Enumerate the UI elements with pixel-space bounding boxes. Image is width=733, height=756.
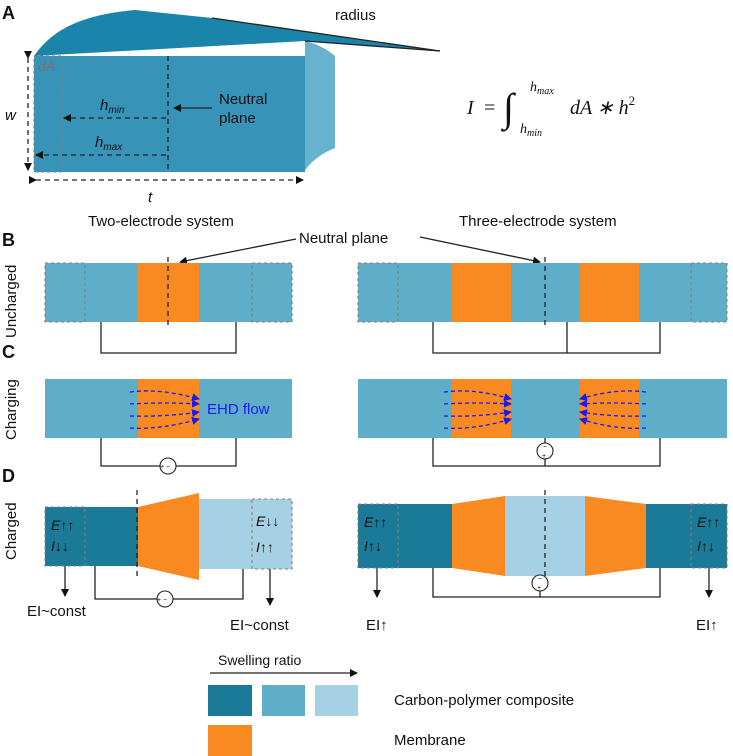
svg-text:+: + (542, 453, 546, 460)
panel-label-a: A (2, 3, 15, 23)
charging-three-electrode: − + (358, 379, 727, 467)
power-source-icon (159, 457, 177, 475)
power-source-icon (156, 590, 174, 608)
membrane-block (138, 493, 199, 580)
circuit-wire (432, 322, 661, 354)
radius-line-upper (211, 17, 441, 52)
swollen-electrode-right (646, 504, 727, 568)
legend-membrane-label: Membrane (394, 732, 466, 749)
charged-two-electrode: E↑↑ I↓↓ E↓↓ I↑↑ + − EI~const EI~const (27, 490, 293, 634)
swelling-ratio-label: Swelling ratio (218, 652, 301, 668)
membrane-block-right (580, 379, 639, 438)
swatch-composite-mid (262, 685, 305, 716)
membrane-block-left (452, 263, 511, 322)
left-e-label: E↑↑ (51, 517, 74, 533)
radius-label: radius (335, 7, 376, 24)
h-min-label: hmin (100, 97, 125, 116)
svg-text:−: − (538, 576, 542, 583)
svg-text:=: = (484, 97, 495, 119)
svg-text:−: − (543, 444, 547, 451)
row-label-charged: Charged (3, 502, 20, 560)
swatch-composite-light (315, 685, 358, 716)
charged-three-electrode: E↑↑ I↑↓ E↑↑ I↑↓ − + EI↑ EI↑ (357, 490, 728, 634)
integral-sign: ∫ (500, 85, 517, 132)
panel-label-b: B (2, 230, 15, 250)
dA-label: dA (38, 58, 55, 74)
membrane-block (138, 379, 199, 438)
beam-3d (34, 10, 441, 172)
right-i-label: I↑↓ (697, 538, 715, 554)
uncharged-two-electrode (44, 257, 293, 354)
panel-label-d: D (2, 466, 15, 486)
neutral-plane-pointer-three (419, 236, 541, 265)
header-neutral-plane: Neutral plane (299, 230, 388, 247)
left-result-label: EI~const (27, 603, 87, 620)
svg-text:+: + (537, 585, 541, 592)
right-result-label: EI~const (230, 617, 290, 634)
header-three-electrode: Three-electrode system (459, 213, 617, 230)
legend: Swelling ratio Carbon-polymer composite … (208, 652, 574, 756)
swatch-membrane (208, 725, 252, 756)
uncharged-three-electrode (357, 257, 728, 354)
beam-front-face (34, 56, 305, 172)
left-e-label: E↑↑ (364, 514, 387, 530)
svg-text:+ −: + − (160, 464, 170, 471)
shrunk-electrode (199, 499, 292, 569)
power-source-icon (531, 574, 549, 592)
t-label: t (148, 189, 153, 206)
dA-element-box (33, 55, 63, 173)
circuit-wire (432, 568, 661, 598)
charging-two-electrode: EHD flow + − (45, 379, 292, 475)
h-max-label: hmax (95, 134, 123, 153)
beam-end-face (304, 41, 335, 172)
left-result-label: EI↑ (366, 617, 388, 634)
power-source-icon (536, 442, 554, 460)
membrane-block-left (452, 379, 511, 438)
panel-label-c: C (2, 342, 15, 362)
right-result-label: EI↑ (696, 617, 718, 634)
row-label-charging: Charging (3, 379, 20, 440)
swollen-electrode (45, 507, 138, 566)
header-two-electrode: Two-electrode system (88, 213, 234, 230)
legend-composite-label: Carbon-polymer composite (394, 692, 574, 709)
left-i-label: I↑↓ (364, 538, 382, 554)
membrane-block-left (452, 496, 505, 576)
swatch-composite-dark (208, 685, 252, 716)
right-i-label: I↑↑ (256, 539, 274, 555)
neutral-plane-label-line1: Neutral (219, 91, 267, 108)
w-label: w (5, 107, 17, 124)
ehd-flow-label: EHD flow (207, 401, 270, 418)
membrane-block-right (580, 263, 639, 322)
svg-text:+ −: + − (157, 597, 167, 604)
right-e-label: E↑↑ (697, 514, 720, 530)
circuit-wire (100, 322, 237, 354)
left-i-label: I↓↓ (51, 538, 69, 554)
circuit-wire (432, 438, 661, 467)
svg-text:I: I (466, 97, 475, 119)
membrane-block-right (585, 496, 646, 576)
ehd-flow-arrows-right (579, 390, 647, 429)
radius-line-lower (304, 40, 441, 52)
neutral-plane-label-line2: plane (219, 110, 256, 127)
integrand: dA ∗ h2 (570, 93, 635, 119)
row-label-uncharged: Uncharged (3, 265, 20, 338)
neutral-plane-pointer-two (179, 238, 297, 265)
upper-limit: hmax (530, 80, 554, 97)
beam-top-surface (34, 10, 440, 56)
swollen-electrode-left (358, 504, 452, 568)
lower-limit: hmin (520, 122, 542, 139)
moment-of-inertia-equation: I = ∫ hmax hmin dA ∗ h2 (466, 80, 635, 139)
right-e-label: E↓↓ (256, 513, 279, 529)
